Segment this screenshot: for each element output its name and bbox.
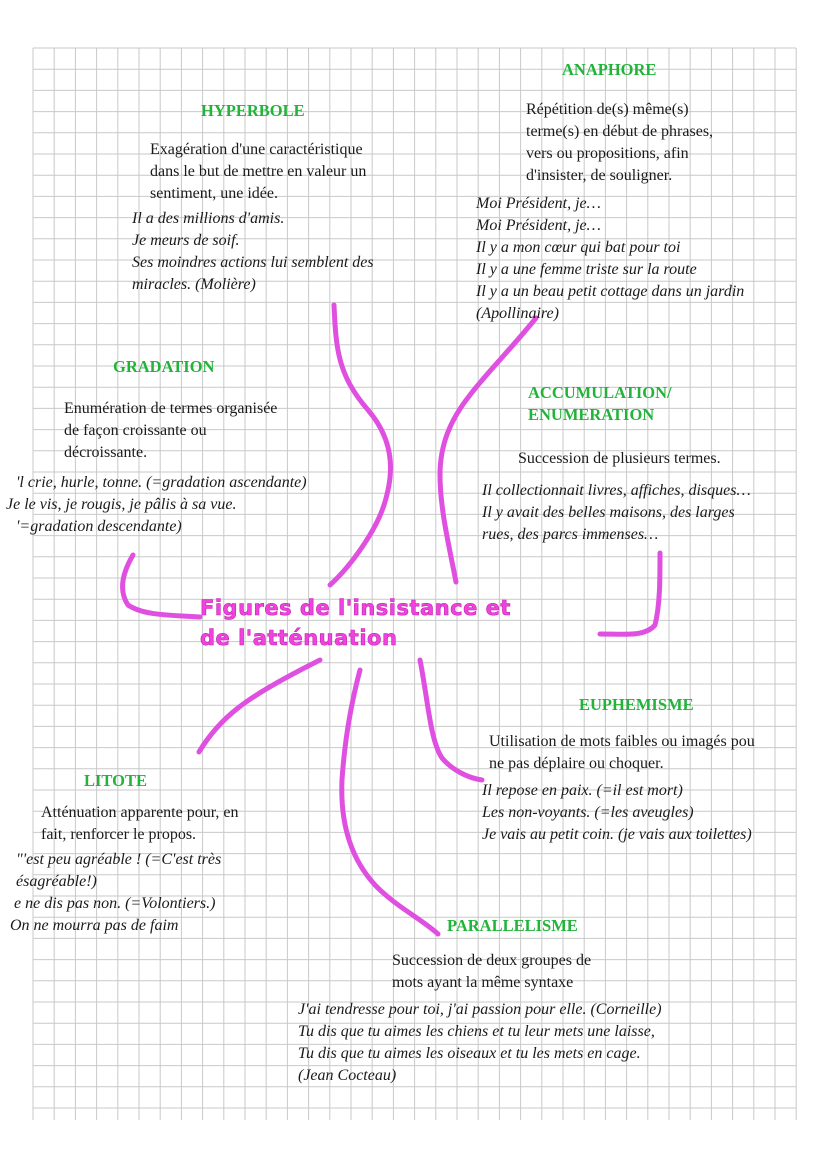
example-line: '=gradation descendante) [16, 518, 182, 535]
central-title: Figures de l'insistance et de l'atténuat… [200, 593, 511, 653]
parallelisme-examples: J'ai tendresse pour toi, j'ai passion po… [298, 999, 662, 1087]
definition-line: Atténuation apparente pour, en [41, 804, 239, 821]
hyperbole-examples: Il a des millions d'amis. Je meurs de so… [132, 208, 374, 296]
definition-line: Répétition de(s) même(s) [526, 101, 689, 118]
example-line: Il y a un beau petit cottage dans un jar… [476, 283, 745, 300]
definition-line: décroissante. [64, 444, 148, 461]
example-line: miracles. (Molière) [132, 276, 256, 293]
definition-line: Enumération de termes organisée [64, 400, 278, 417]
definition-line: Exagération d'une caractéristique [150, 141, 363, 158]
central-title-line-1: Figures de l'insistance et [200, 596, 511, 621]
example-line: (Apollinaire) [476, 305, 559, 322]
definition-line: sentiment, une idée. [150, 185, 278, 202]
litote-examples: "'est peu agréable ! (=C'est très ésagré… [10, 849, 222, 937]
accumulation-examples: Il collectionnait livres, affiches, disq… [482, 480, 751, 546]
accumulation-heading: ACCUMULATION/ ENUMERATION [528, 382, 672, 426]
gradation-examples: 'l crie, hurle, tonne. (=gradation ascen… [6, 472, 307, 538]
definition-line: dans le but de mettre en valeur un [150, 163, 367, 180]
example-line: On ne mourra pas de faim [10, 917, 179, 934]
example-line: Il repose en paix. (=il est mort) [482, 782, 683, 799]
anaphore-examples: Moi Président, je… Moi Président, je… Il… [476, 193, 744, 325]
gradation-definition: Enumération de termes organisée de façon… [64, 398, 277, 464]
litote-definition: Atténuation apparente pour, en fait, ren… [41, 802, 239, 846]
definition-line: d'insister, de souligner. [526, 167, 673, 184]
example-line: e ne dis pas non. (=Volontiers.) [14, 895, 216, 912]
example-line: Je vais au petit coin. (je vais aux toil… [482, 826, 752, 843]
example-line: Tu dis que tu aimes les chiens et tu leu… [298, 1023, 655, 1040]
example-line: Il y a mon cœur qui bat pour toi [476, 239, 681, 256]
definition-line: mots ayant la même syntaxe [392, 974, 574, 991]
example-line: Moi Président, je… [476, 217, 601, 234]
euphemisme-examples: Il repose en paix. (=il est mort) Les no… [482, 780, 752, 846]
definition-line: Utilisation de mots faibles ou imagés po… [489, 733, 755, 750]
example-line: "'est peu agréable ! (=C'est très [16, 851, 222, 868]
litote-heading: LITOTE [84, 771, 147, 790]
example-line: rues, des parcs immenses… [482, 526, 659, 543]
example-line: Moi Président, je… [476, 195, 601, 212]
example-line: Je le vis, je rougis, je pâlis à sa vue. [6, 496, 237, 513]
hyperbole-heading: HYPERBOLE [201, 101, 305, 120]
euphemisme-heading: EUPHEMISME [579, 695, 694, 714]
definition-line: fait, renforcer le propos. [41, 826, 197, 843]
example-line: Il a des millions d'amis. [132, 210, 285, 227]
example-line: J'ai tendresse pour toi, j'ai passion po… [298, 1001, 662, 1018]
example-line: Il collectionnait livres, affiches, disq… [482, 482, 751, 499]
example-line: Ses moindres actions lui semblent des [132, 254, 374, 271]
parallelisme-heading: PARALLELISME [447, 916, 578, 935]
definition-line: ne pas déplaire ou choquer. [489, 755, 664, 772]
central-title-line-2: de l'atténuation [200, 626, 398, 651]
anaphore-definition: Répétition de(s) même(s) terme(s) en déb… [526, 99, 713, 187]
hyperbole-definition: Exagération d'une caractéristique dans l… [150, 139, 366, 205]
example-line: Il y a une femme triste sur la route [476, 261, 697, 278]
definition-line: Succession de plusieurs termes. [518, 450, 721, 467]
example-line: Les non-voyants. (=les aveugles) [482, 804, 694, 821]
parallelisme-definition: Succession de deux groupes de mots ayant… [392, 950, 591, 994]
example-line: 'l crie, hurle, tonne. (=gradation ascen… [16, 474, 307, 491]
example-line: (Jean Cocteau) [298, 1067, 397, 1084]
example-line: Tu dis que tu aimes les oiseaux et tu le… [298, 1045, 641, 1062]
accumulation-definition: Succession de plusieurs termes. [518, 448, 721, 470]
example-line: Il y avait des belles maisons, des large… [482, 504, 735, 521]
example-line: Je meurs de soif. [132, 232, 240, 249]
definition-line: Succession de deux groupes de [392, 952, 592, 969]
accumulation-heading-line-1: ACCUMULATION/ [528, 383, 672, 402]
example-line: ésagréable!) [16, 873, 97, 890]
definition-line: terme(s) en début de phrases, [526, 123, 714, 140]
euphemisme-definition: Utilisation de mots faibles ou imagés po… [489, 731, 755, 775]
accumulation-heading-line-2: ENUMERATION [528, 405, 655, 424]
definition-line: de façon croissante ou [64, 422, 207, 439]
gradation-heading: GRADATION [113, 357, 215, 376]
anaphore-heading: ANAPHORE [562, 60, 657, 79]
definition-line: vers ou propositions, afin [526, 145, 689, 162]
